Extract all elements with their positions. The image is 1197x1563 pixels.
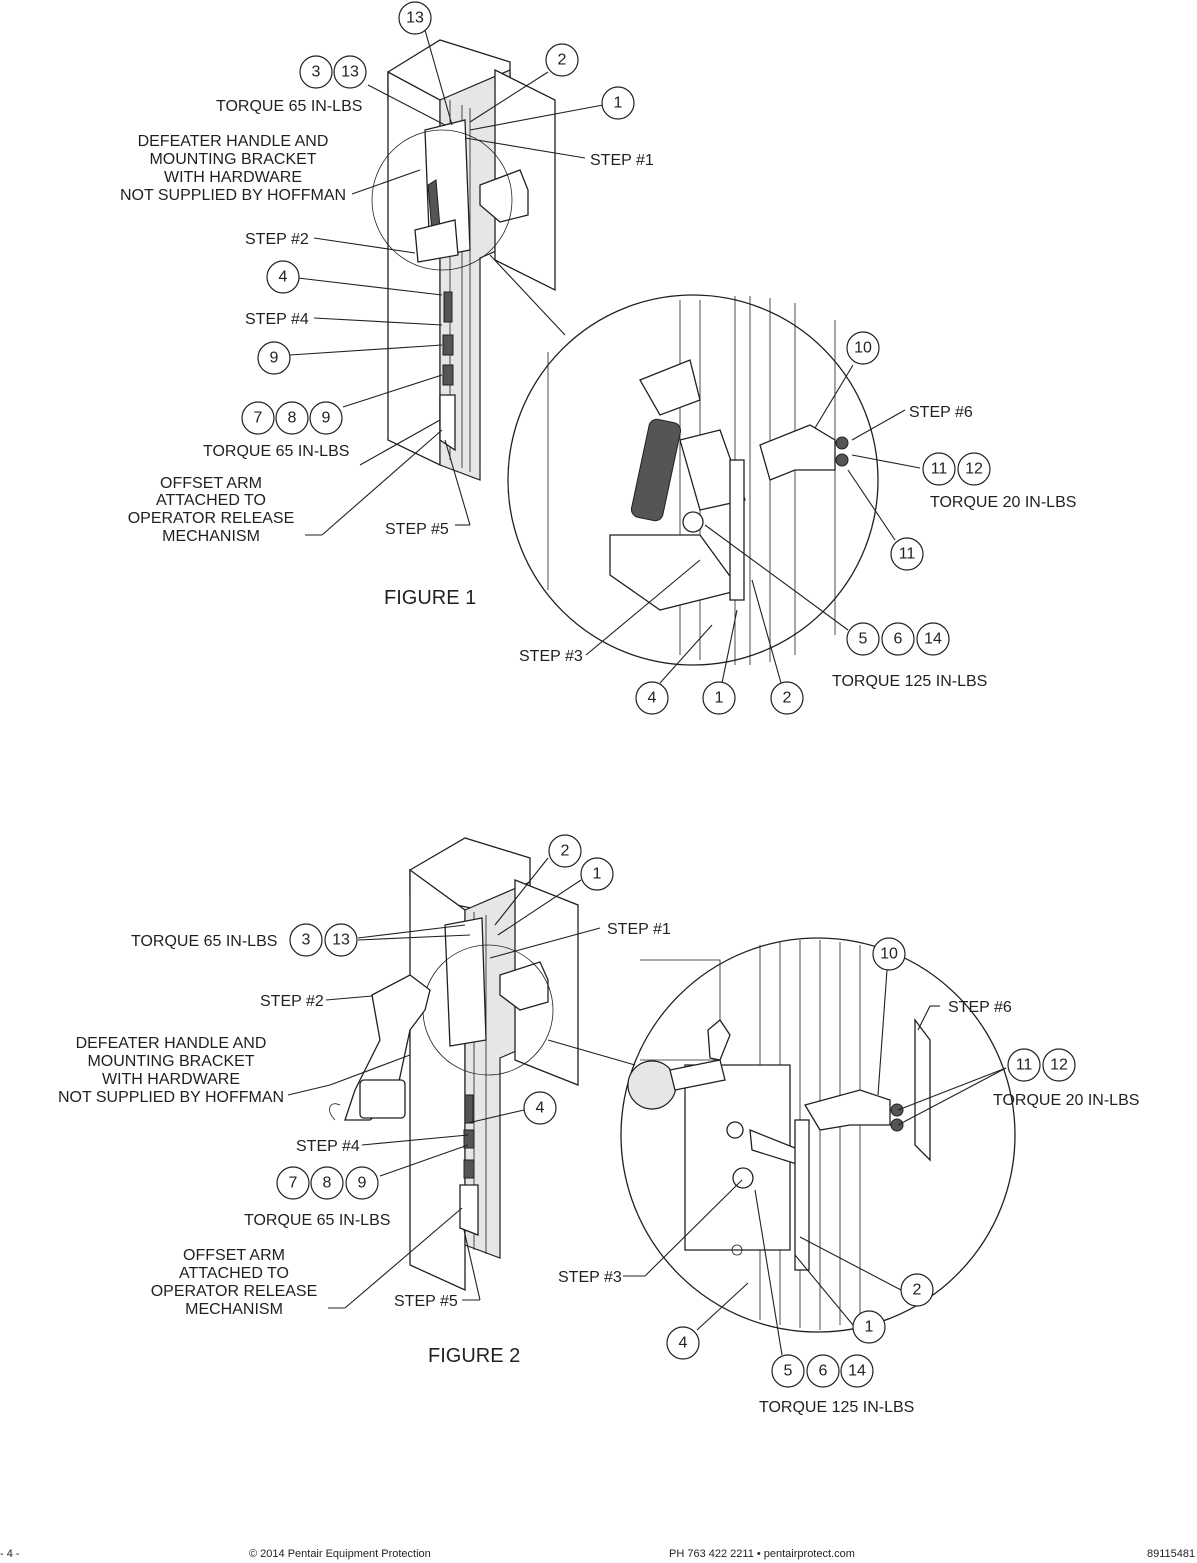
fig2-step-3-label: STEP #3 — [558, 1269, 622, 1286]
defeater-line-3: WITH HARDWARE — [164, 169, 302, 186]
labels-2: TORQUE 65 IN-LBS STEP #1 STEP #2 DEFEATE… — [58, 921, 1139, 1416]
fig2-callout-1: 1 — [593, 866, 602, 883]
fig2-torque-65-label-mid: TORQUE 65 IN-LBS — [244, 1212, 390, 1229]
fig2-callout-6: 6 — [819, 1363, 828, 1380]
callout-1: 1 — [614, 95, 623, 112]
footer-doc-number: 89115481 — [1147, 1548, 1196, 1560]
callouts-1: 13 3 13 2 1 4 9 7 8 9 10 11 12 11 5 6 14… — [241, 1, 991, 715]
post-assembly-2 — [329, 837, 579, 1292]
fig2-torque-125-label: TORQUE 125 IN-LBS — [759, 1399, 914, 1416]
callout-11b: 11 — [899, 546, 916, 563]
callout-11: 11 — [931, 461, 948, 478]
callout-8: 8 — [288, 410, 297, 427]
defeater-line-2: MOUNTING BRACKET — [149, 151, 316, 168]
footer-page-number: - 4 - — [0, 1548, 20, 1560]
figure-1: 13 3 13 2 1 4 9 7 8 9 10 11 12 11 5 6 14… — [120, 1, 1076, 715]
fig2-callout-5: 5 — [784, 1363, 793, 1380]
post-assembly-1 — [371, 39, 556, 481]
fig2-defeater-line-4: NOT SUPPLIED BY HOFFMAN — [58, 1089, 284, 1106]
fig2-torque-65-label-top: TORQUE 65 IN-LBS — [131, 933, 277, 950]
detail-view-2 — [547, 937, 1016, 1333]
fig2-callout-9: 9 — [358, 1175, 367, 1192]
offset-arm-line-1: OFFSET ARM — [160, 475, 262, 492]
callout-7: 7 — [254, 410, 263, 427]
fig2-torque-20-label: TORQUE 20 IN-LBS — [993, 1092, 1139, 1109]
fig2-callout-10: 10 — [880, 946, 898, 963]
callout-13-top: 13 — [406, 10, 424, 27]
offset-arm-line-2: ATTACHED TO — [156, 492, 266, 509]
fig2-step-2-label: STEP #2 — [260, 993, 324, 1010]
defeater-line-4: NOT SUPPLIED BY HOFFMAN — [120, 187, 346, 204]
offset-arm-line-3: OPERATOR RELEASE — [128, 510, 295, 527]
fig2-callout-11: 11 — [1016, 1057, 1033, 1074]
callouts-2: 2 1 3 13 4 7 8 9 10 11 12 2 1 4 5 6 14 — [276, 834, 1076, 1388]
callout-5: 5 — [859, 631, 868, 648]
callout-1b: 1 — [715, 690, 724, 707]
fig2-callout-13: 13 — [332, 932, 350, 949]
fig2-defeater-line-3: WITH HARDWARE — [102, 1071, 240, 1088]
fig2-callout-1b: 1 — [865, 1319, 874, 1336]
fig2-callout-7: 7 — [289, 1175, 298, 1192]
fig2-callout-3: 3 — [302, 932, 311, 949]
callout-2: 2 — [558, 52, 567, 69]
step-5-label: STEP #5 — [385, 521, 449, 538]
torque-65-label-mid: TORQUE 65 IN-LBS — [203, 443, 349, 460]
fig2-callout-2: 2 — [561, 843, 570, 860]
callout-6: 6 — [894, 631, 903, 648]
step-4-label: STEP #4 — [245, 311, 309, 328]
callout-10: 10 — [854, 340, 872, 357]
callout-4: 4 — [279, 269, 288, 286]
step-6-label: STEP #6 — [909, 404, 973, 421]
callout-12: 12 — [965, 461, 983, 478]
step-2-label: STEP #2 — [245, 231, 309, 248]
fig2-callout-14: 14 — [848, 1363, 866, 1380]
torque-65-label-top: TORQUE 65 IN-LBS — [216, 98, 362, 115]
footer-contact: PH 763 422 2211 • pentairprotect.com — [669, 1548, 855, 1560]
fig2-callout-4b: 4 — [679, 1335, 688, 1352]
step-1-label: STEP #1 — [590, 152, 654, 169]
defeater-line-1: DEFEATER HANDLE AND — [138, 133, 329, 150]
callout-14: 14 — [924, 631, 942, 648]
leaders-2 — [287, 857, 1007, 1356]
step-3-label: STEP #3 — [519, 648, 583, 665]
detail-view-1 — [489, 254, 879, 666]
fig2-defeater-line-2: MOUNTING BRACKET — [87, 1053, 254, 1070]
fig2-callout-8: 8 — [323, 1175, 332, 1192]
torque-125-label: TORQUE 125 IN-LBS — [832, 673, 987, 690]
callout-13: 13 — [341, 64, 359, 81]
labels-1: TORQUE 65 IN-LBS DEFEATER HANDLE AND MOU… — [120, 98, 1076, 690]
fig2-callout-4: 4 — [536, 1100, 545, 1117]
fig2-defeater-line-1: DEFEATER HANDLE AND — [76, 1035, 267, 1052]
figure-1-title: FIGURE 1 — [384, 587, 476, 609]
fig2-offset-arm-line-1: OFFSET ARM — [183, 1247, 285, 1264]
fig2-offset-arm-line-3: OPERATOR RELEASE — [151, 1283, 318, 1300]
footer-copyright: © 2014 Pentair Equipment Protection — [249, 1548, 431, 1560]
torque-20-label: TORQUE 20 IN-LBS — [930, 494, 1076, 511]
callout-2b: 2 — [783, 690, 792, 707]
fig2-step-5-label: STEP #5 — [394, 1293, 458, 1310]
figure-2: 2 1 3 13 4 7 8 9 10 11 12 2 1 4 5 6 14 T… — [58, 834, 1139, 1416]
figure-2-title: FIGURE 2 — [428, 1345, 520, 1367]
fig2-offset-arm-line-2: ATTACHED TO — [179, 1265, 289, 1282]
leaders-1 — [289, 29, 921, 684]
fig2-step-1-label: STEP #1 — [607, 921, 671, 938]
fig2-step-6-label: STEP #6 — [948, 999, 1012, 1016]
offset-arm-line-4: MECHANISM — [162, 528, 260, 545]
callout-9: 9 — [270, 350, 279, 367]
callout-4b: 4 — [648, 690, 657, 707]
callout-3: 3 — [312, 64, 321, 81]
fig2-callout-2b: 2 — [913, 1282, 922, 1299]
fig2-callout-12: 12 — [1050, 1057, 1068, 1074]
fig2-offset-arm-line-4: MECHANISM — [185, 1301, 283, 1318]
fig2-step-4-label: STEP #4 — [296, 1138, 360, 1155]
callout-9b: 9 — [322, 410, 331, 427]
